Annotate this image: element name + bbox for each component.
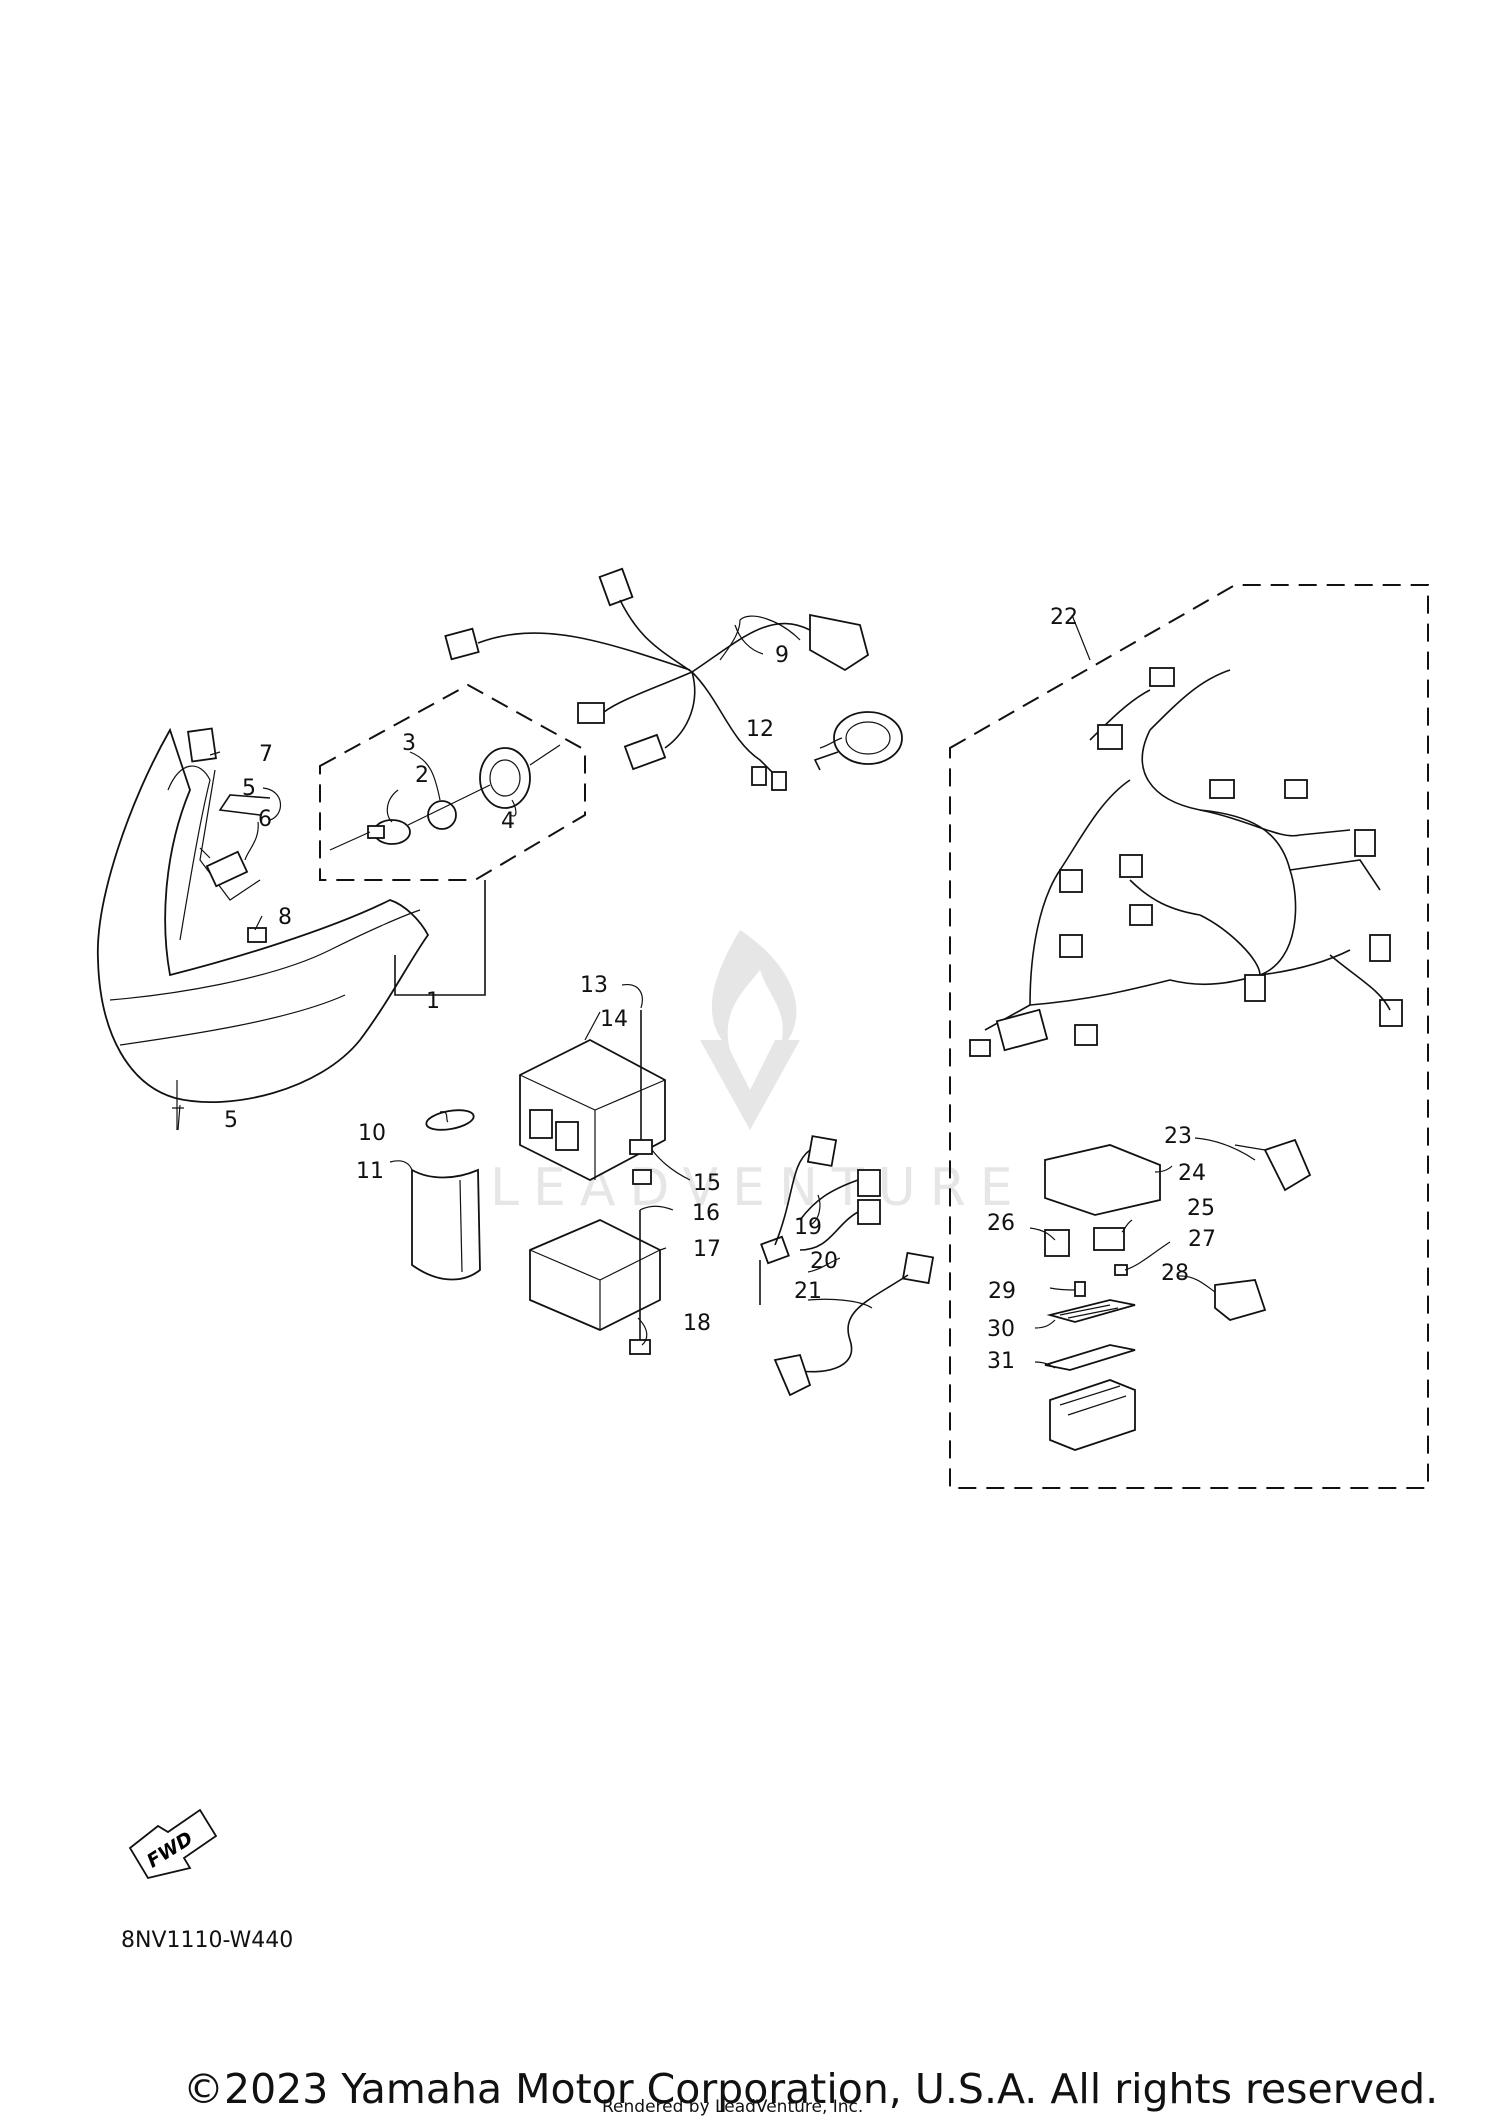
callout-8: 8 <box>278 905 292 930</box>
callout-30: 30 <box>987 1317 1015 1342</box>
headlight-cowl <box>96 727 430 1104</box>
harness-19-21 <box>759 1135 935 1397</box>
lower-control-unit <box>529 1210 661 1355</box>
callout-29: 29 <box>988 1279 1016 1304</box>
callout-18: 18 <box>683 1311 711 1336</box>
callout-9: 9 <box>775 643 789 668</box>
callout-2: 2 <box>415 763 429 788</box>
callout-25: 25 <box>1187 1196 1215 1221</box>
fuse-box-parts <box>1044 1138 1312 1451</box>
callout-23: 23 <box>1164 1124 1192 1149</box>
horn <box>813 711 903 771</box>
sub-harness-9 <box>444 567 870 791</box>
callout-11: 11 <box>356 1159 384 1184</box>
callout-10: 10 <box>358 1121 386 1146</box>
band-and-sleeve <box>411 1109 481 1281</box>
callout-19: 19 <box>794 1215 822 1240</box>
callout-31: 31 <box>987 1349 1015 1374</box>
diagram-code: 8NV1110-W440 <box>121 1928 294 1953</box>
callout-1: 1 <box>426 989 440 1014</box>
callout-13: 13 <box>580 973 608 998</box>
ecu-unit <box>519 1010 666 1185</box>
callout-16: 16 <box>692 1201 720 1226</box>
callout-14: 14 <box>600 1007 628 1032</box>
leader-lines <box>209 614 1256 1369</box>
callout-26: 26 <box>987 1211 1015 1236</box>
callout-4: 4 <box>501 809 515 834</box>
copyright-notice: ©2023 Yamaha Motor Corporation, U.S.A. A… <box>183 2065 1439 2113</box>
callout-15: 15 <box>693 1171 721 1196</box>
callout-5-top: 5 <box>242 776 256 801</box>
callout-22: 22 <box>1050 605 1078 630</box>
bulb-socket-group <box>329 744 561 851</box>
main-wire-harness <box>969 667 1403 1057</box>
rendered-by-credit: Rendered by LeadVenture, Inc. <box>602 2097 864 2117</box>
callout-20: 20 <box>810 1249 838 1274</box>
main-harness-boundary <box>949 584 1429 1489</box>
callout-17: 17 <box>693 1237 721 1262</box>
callout-6: 6 <box>258 807 272 832</box>
callout-3: 3 <box>402 731 416 756</box>
callout-28: 28 <box>1161 1261 1189 1286</box>
callout-5-bottom: 5 <box>224 1108 238 1133</box>
callout-labels: 1 2 3 4 5 5 6 7 8 9 10 11 12 13 14 15 16… <box>224 605 1216 1374</box>
callout-27: 27 <box>1188 1227 1216 1252</box>
callout-21: 21 <box>794 1279 822 1304</box>
callout-24: 24 <box>1178 1161 1206 1186</box>
fwd-arrow: FWD <box>128 1808 218 1880</box>
callout-7: 7 <box>259 742 273 767</box>
callout-12: 12 <box>746 717 774 742</box>
bulb-kit-boundary <box>319 683 586 881</box>
small-parts-left <box>172 794 271 1131</box>
